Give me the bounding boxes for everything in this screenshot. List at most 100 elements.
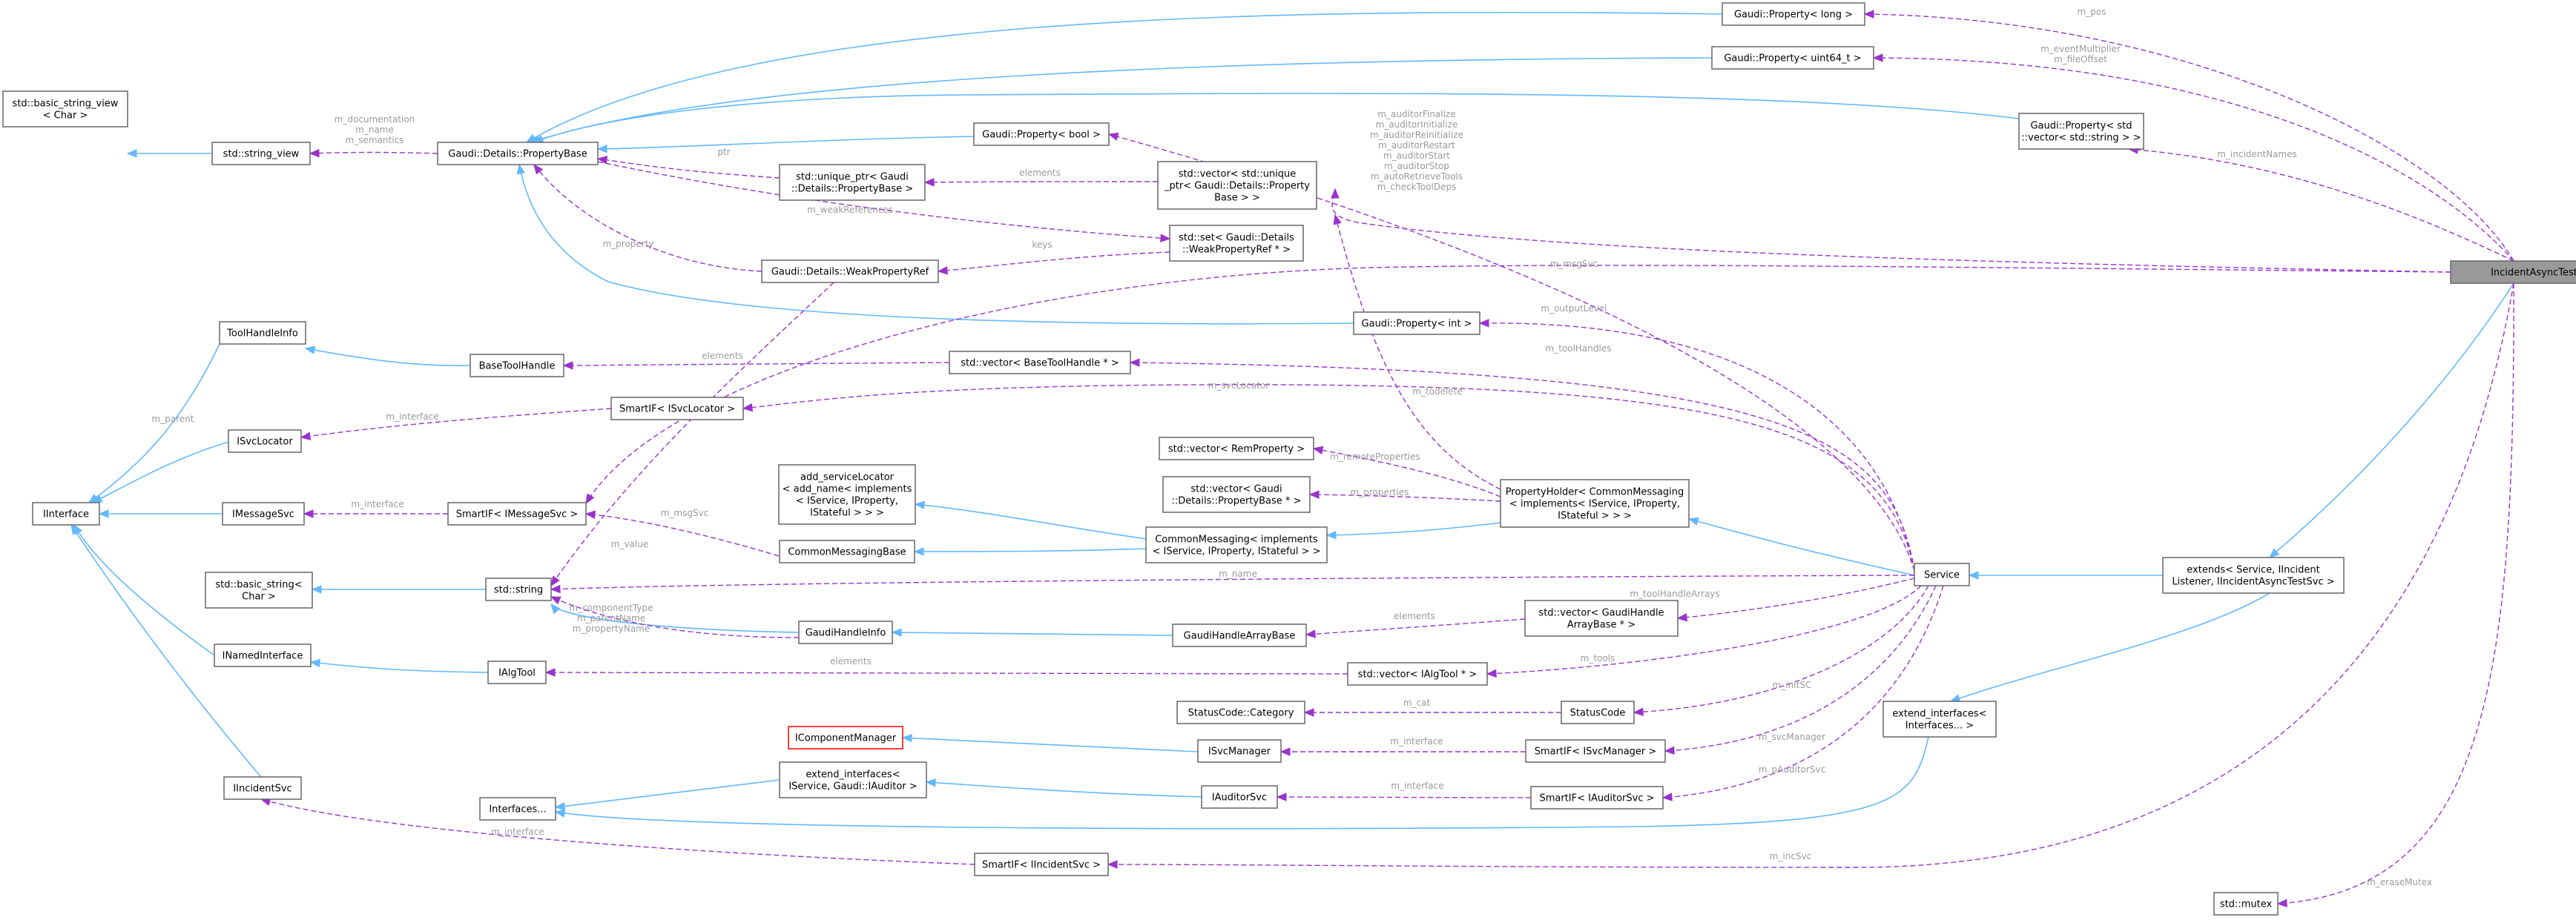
class-node-ghinfo[interactable]: GaudiHandleInfo (798, 621, 893, 644)
class-node-strview[interactable]: std::string_view (211, 142, 311, 165)
class-node-iaudsvc[interactable]: IAuditorSvc (1201, 785, 1278, 809)
edge-label-m-cat: m_cat (1403, 698, 1431, 708)
class-node-box (949, 351, 1131, 374)
edge-label-m-msgsvc2: m_msgSvc (661, 508, 709, 518)
class-node-bsv[interactable]: std::basic_string_view< Char > (2, 90, 128, 128)
class-node-label: Gaudi::Details::WeakPropertyRef (771, 267, 929, 278)
class-node-label: IAlgTool (498, 668, 536, 679)
class-node-box (1882, 701, 1997, 738)
class-node-gp-u64[interactable]: Gaudi::Property< uint64_t > (1711, 46, 1874, 70)
class-node-box (447, 502, 587, 526)
class-node-box (214, 644, 312, 667)
class-node-vec-rem[interactable]: std::vector< RemProperty > (1159, 437, 1314, 460)
class-node-inamed[interactable]: INamedInterface (214, 644, 312, 667)
class-node-label: ::Details::PropertyBase > (791, 184, 913, 195)
class-node-isvcmgr[interactable]: ISvcManager (1197, 739, 1282, 763)
class-node-imsg[interactable]: IMessageSvc (222, 502, 305, 526)
class-node-iincsvc[interactable]: IIncidentSvc (223, 776, 302, 800)
edge-label-text: m_parent (151, 414, 194, 424)
edge-layer (71, 13, 2514, 904)
class-node-label: IMessageSvc (232, 509, 294, 520)
class-node-sifinc[interactable]: SmartIF< IIncidentSvc > (974, 853, 1109, 876)
class-node-vec-uptr[interactable]: std::vector< std::unique_ptr< Gaudi::Det… (1157, 161, 1317, 210)
class-node-sifsl[interactable]: SmartIF< ISvcLocator > (610, 397, 744, 420)
class-node-icm[interactable]: IComponentManager (788, 726, 903, 750)
class-node-isl[interactable]: ISvcLocator (228, 429, 302, 453)
inheritance-edge-25 (556, 736, 1929, 830)
class-node-gp-int[interactable]: Gaudi::Property< int > (1353, 311, 1480, 335)
inheritance-edge-22 (903, 738, 1199, 752)
class-node-box (1197, 739, 1282, 763)
inheritance-edge-26 (71, 525, 262, 778)
class-node-vec-pb[interactable]: std::vector< Gaudi::Details::PropertyBas… (1162, 476, 1311, 513)
class-node-mutex[interactable]: std::mutex (2213, 892, 2279, 916)
class-node-vec-gha[interactable]: std::vector< GaudiHandleArrayBase * > (1524, 600, 1679, 637)
class-node-box (1159, 437, 1314, 460)
edge-label-layer: m_posm_eventMultiplierm_fileOffsetm_inci… (151, 7, 2431, 887)
edge-label-m-iface-msg: m_interface (351, 499, 403, 509)
class-node-gp-bool[interactable]: Gaudi::Property< bool > (973, 122, 1110, 146)
class-node-cmb[interactable]: CommonMessagingBase (779, 540, 915, 563)
edge-label-text: m_documentation (335, 114, 415, 125)
class-node-sccat[interactable]: StatusCode::Category (1176, 701, 1305, 724)
class-node-label: std::vector< Gaudi (1190, 484, 1282, 495)
edge-label-ptr: ptr (717, 147, 730, 157)
class-node-iface[interactable]: IInterface (32, 502, 100, 526)
class-node-box (470, 354, 564, 377)
class-node-extifaud[interactable]: extend_interfaces<IService, Gaudi::IAudi… (779, 761, 927, 798)
class-node-uptr[interactable]: std::unique_ptr< Gaudi::Details::Propert… (779, 164, 926, 201)
class-node-addsl[interactable]: add_serviceLocator< add_name< implements… (778, 464, 916, 525)
usage-edge-36 (310, 153, 438, 154)
inheritance-edge-23 (556, 779, 780, 807)
class-node-sifsm[interactable]: SmartIF< ISvcManager > (1525, 739, 1666, 763)
class-node-bth[interactable]: BaseToolHandle (470, 354, 564, 377)
edge-label-elem-bth: elements (702, 351, 743, 361)
class-node-ifaces[interactable]: Interfaces... (479, 797, 556, 821)
class-node-extif[interactable]: extend_interfaces<Interfaces... > (1882, 701, 1997, 738)
class-node-gp-vs[interactable]: Gaudi::Property< std::vector< std::strin… (2018, 113, 2144, 150)
class-node-pbase[interactable]: Gaudi::Details::PropertyBase (437, 142, 599, 165)
class-node-label: IService, Gaudi::IAuditor > (788, 781, 917, 793)
usage-edge-64 (2278, 282, 2514, 904)
class-node-incident[interactable]: IncidentAsyncTestSvc (2450, 260, 2576, 284)
class-node-box (788, 726, 903, 750)
edge-label-text: m_outputLevel (1541, 303, 1607, 314)
usage-edge-34 (743, 384, 1915, 572)
edge-label-text: m_remoteProperties (1330, 451, 1420, 462)
inheritance-edge-14 (93, 441, 229, 503)
class-node-ph[interactable]: PropertyHolder< CommonMessaging< impleme… (1500, 479, 1690, 528)
class-node-weakref[interactable]: Gaudi::Details::WeakPropertyRef (761, 259, 939, 283)
class-node-sifmsg[interactable]: SmartIF< IMessageSvc > (447, 502, 587, 526)
edge-label-text: ptr (717, 147, 730, 157)
usage-edge-63 (1108, 282, 2514, 867)
usage-edge-30 (1332, 189, 2451, 273)
class-node-sc[interactable]: StatusCode (1561, 701, 1635, 724)
inheritance-edge-4 (1327, 522, 1501, 535)
class-node-gp-long[interactable]: Gaudi::Property< long > (1722, 2, 1865, 26)
class-node-label: std::set< Gaudi::Details (1179, 233, 1294, 244)
class-node-service[interactable]: Service (1914, 563, 1970, 586)
edge-label-m-tools: m_tools (1581, 653, 1615, 664)
usage-edge-28 (1874, 58, 2514, 262)
class-node-str[interactable]: std::string (485, 578, 552, 601)
edge-label-text: m_property (602, 239, 653, 249)
class-node-box (2213, 892, 2279, 916)
class-node-vec-ialg[interactable]: std::vector< IAlgTool * > (1347, 662, 1488, 686)
class-node-box (761, 259, 939, 283)
class-node-cm[interactable]: CommonMessaging< implements< IService, I… (1145, 526, 1328, 563)
class-node-sifaud[interactable]: SmartIF< IAuditorSvc > (1530, 786, 1664, 810)
class-node-bstr[interactable]: std::basic_string<Char > (205, 572, 313, 609)
class-node-label: Listener, IIncidentAsyncTestSvc > (2172, 577, 2334, 588)
class-node-thinfo[interactable]: ToolHandleInfo (219, 321, 306, 345)
class-node-label: ISvcLocator (237, 437, 293, 448)
class-node-ghab[interactable]: GaudiHandleArrayBase (1172, 623, 1307, 647)
class-node-vec-bth[interactable]: std::vector< BaseToolHandle * > (949, 351, 1131, 374)
class-node-box (1145, 526, 1328, 563)
class-node-box (1169, 225, 1304, 262)
class-node-setweak[interactable]: std::set< Gaudi::Details::WeakPropertyRe… (1169, 225, 1304, 262)
edge-label-text: m_incidentNames (2217, 149, 2297, 159)
usage-edge-48 (1310, 494, 1501, 502)
class-node-label: SmartIF< IAuditorSvc > (1539, 793, 1654, 804)
class-node-ialgtool[interactable]: IAlgTool (487, 661, 547, 684)
